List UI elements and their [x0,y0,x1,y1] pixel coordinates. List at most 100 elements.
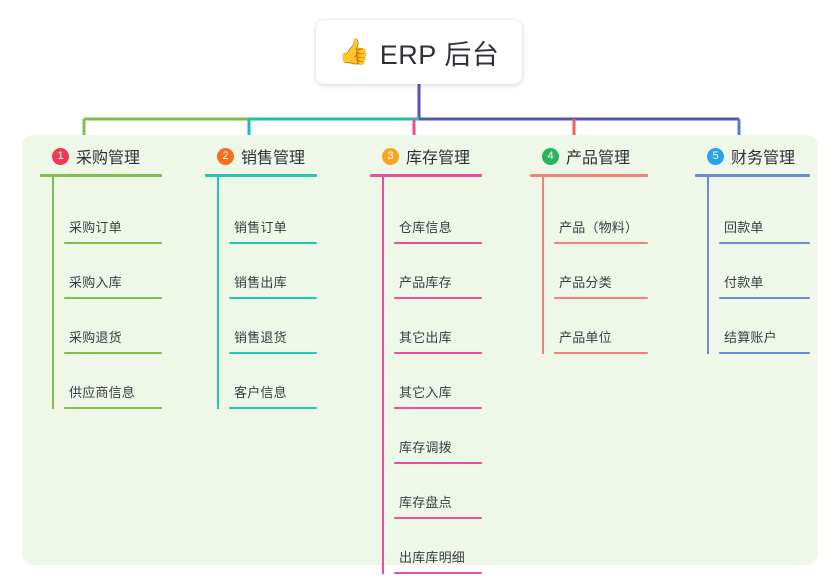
branch-child-label: 采购退货 [69,330,122,345]
branch-child-item[interactable]: 销售退货 [217,299,317,354]
branch-child-item[interactable]: 结算账户 [707,299,810,354]
branch-child-label: 出库库明细 [399,550,466,565]
branch-column-1: 1 采购管理采购订单采购入库采购退货供应商信息 [40,144,162,409]
branch-child-underline [394,352,482,354]
branch-child-item[interactable]: 客户信息 [217,354,317,409]
branch-child-item[interactable]: 产品库存 [382,244,482,299]
branch-column-3: 3 库存管理仓库信息产品库存其它出库其它入库库存调拨库存盘点出库库明细 [370,144,482,574]
branch-title: 库存管理 [406,150,471,167]
branch-spine [217,177,219,409]
branches-panel [22,135,818,565]
branch-child-item[interactable]: 库存调拨 [382,409,482,464]
branch-child-label: 客户信息 [234,385,287,400]
branch-title: 产品管理 [566,150,631,167]
branch-child-underline [394,407,482,409]
branch-title-underline [370,174,482,177]
branch-spine [382,177,384,574]
branch-header-3[interactable]: 3 库存管理 [370,144,482,168]
branch-child-underline [64,297,162,299]
branch-child-label: 结算账户 [724,330,777,345]
branch-child-item[interactable]: 采购退货 [52,299,162,354]
branch-child-label: 采购入库 [69,275,122,290]
branch-title-underline [205,174,317,177]
branch-children-5: 回款单付款单结算账户 [695,177,810,354]
branch-child-label: 采购订单 [69,220,122,235]
branch-children-3: 仓库信息产品库存其它出库其它入库库存调拨库存盘点出库库明细 [370,177,482,574]
branch-number-badge: 1 [52,147,69,165]
branch-child-label: 库存盘点 [399,495,452,510]
branch-child-label: 付款单 [724,275,764,290]
branch-child-underline [64,352,162,354]
branch-child-underline [394,517,482,519]
branch-child-label: 回款单 [724,220,764,235]
branch-title-underline [40,174,162,177]
branch-number-badge: 2 [217,147,234,165]
branch-children-1: 采购订单采购入库采购退货供应商信息 [40,177,162,409]
branch-child-item[interactable]: 回款单 [707,177,810,244]
branch-child-label: 销售出库 [234,275,287,290]
branch-spine [52,177,54,409]
branch-child-underline [229,242,317,244]
branch-child-item[interactable]: 其它出库 [382,299,482,354]
branch-child-label: 产品分类 [559,275,612,290]
branch-title: 采购管理 [76,150,141,167]
branch-child-label: 其它出库 [399,330,452,345]
branch-header-4[interactable]: 4 产品管理 [530,144,648,168]
branch-child-underline [394,242,482,244]
branch-child-label: 产品单位 [559,330,612,345]
branch-child-underline [554,297,648,299]
thumbs-up-icon: 👍 [338,37,370,66]
branch-spine [542,177,544,354]
branch-child-underline [229,352,317,354]
branch-child-label: 仓库信息 [399,220,452,235]
branch-child-underline [394,462,482,464]
branch-children-4: 产品（物料） 产品分类产品单位 [530,177,648,354]
branch-column-4: 4 产品管理产品（物料） 产品分类产品单位 [530,144,648,354]
branch-child-underline [394,297,482,299]
branch-child-label: 其它入库 [399,385,452,400]
branch-child-underline [394,572,482,574]
branch-child-underline [229,297,317,299]
branch-children-2: 销售订单销售出库销售退货客户信息 [205,177,317,409]
branch-child-label: 产品（物料） [559,220,639,235]
root-node[interactable]: 👍 ERP 后台 [316,20,522,84]
branch-child-item[interactable]: 采购入库 [52,244,162,299]
branch-child-item[interactable]: 付款单 [707,244,810,299]
branch-number-badge: 4 [542,147,559,165]
branch-child-label: 销售退货 [234,330,287,345]
branch-child-item[interactable]: 产品（物料） [542,177,648,244]
branch-child-item[interactable]: 销售订单 [217,177,317,244]
branch-child-item[interactable]: 库存盘点 [382,464,482,519]
branch-child-label: 产品库存 [399,275,452,290]
branch-child-item[interactable]: 销售出库 [217,244,317,299]
branch-child-item[interactable]: 产品单位 [542,299,648,354]
branch-spine [707,177,709,354]
branch-header-2[interactable]: 2 销售管理 [205,144,317,168]
branch-child-item[interactable]: 出库库明细 [382,519,482,574]
branch-child-label: 供应商信息 [69,385,136,400]
branch-child-underline [64,242,162,244]
branch-title-underline [530,174,648,177]
branch-child-underline [554,352,648,354]
branch-child-item[interactable]: 其它入库 [382,354,482,409]
root-node-content: 👍 ERP 后台 [339,33,500,72]
branch-child-underline [719,297,810,299]
branch-child-underline [719,242,810,244]
branch-child-item[interactable]: 采购订单 [52,177,162,244]
branch-child-underline [229,407,317,409]
branch-child-underline [719,352,810,354]
branch-title: 销售管理 [241,150,306,167]
branch-header-1[interactable]: 1 采购管理 [40,144,162,168]
branch-child-label: 库存调拨 [399,440,452,455]
branch-child-item[interactable]: 产品分类 [542,244,648,299]
branch-column-2: 2 销售管理销售订单销售出库销售退货客户信息 [205,144,317,409]
branch-title: 财务管理 [731,150,796,167]
branch-number-badge: 3 [382,147,399,165]
branch-child-item[interactable]: 仓库信息 [382,177,482,244]
branch-child-underline [64,407,162,409]
root-title: ERP 后台 [379,39,500,70]
branch-child-item[interactable]: 供应商信息 [52,354,162,409]
